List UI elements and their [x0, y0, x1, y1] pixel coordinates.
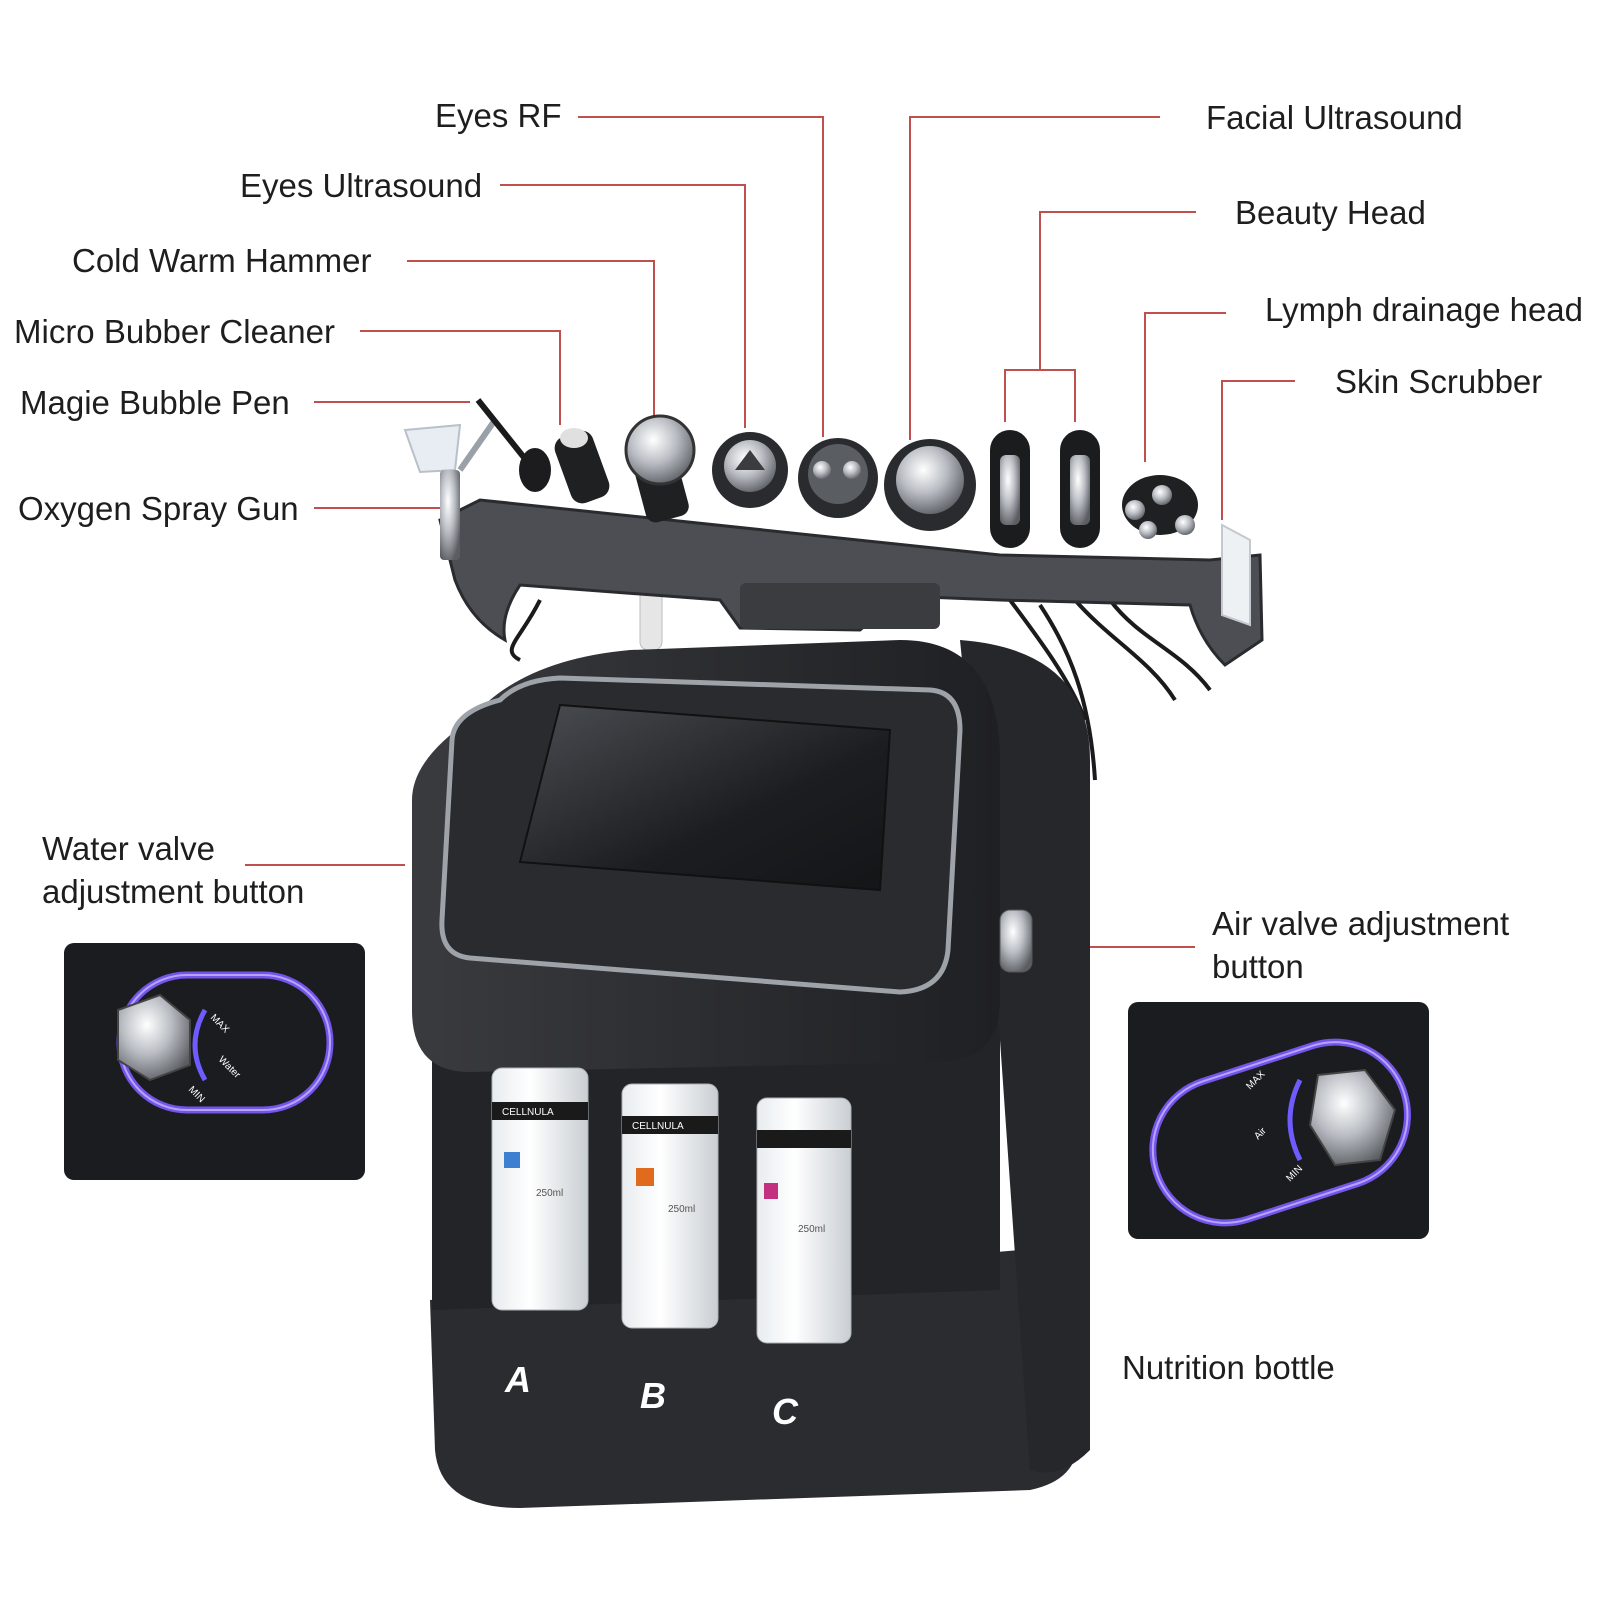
label-air-valve-line2: button [1212, 948, 1304, 985]
bottle-letter-a: A [504, 1359, 531, 1400]
nutrition-bottles: CELLNULA 250ml CELLNULA 250ml 250ml A B … [491, 1067, 852, 1432]
oxygen-spray-gun[interactable] [403, 418, 498, 560]
leader-eyes-rf [578, 116, 824, 437]
leader-beauty-head [1004, 211, 1196, 422]
facial-ultrasound[interactable] [884, 439, 976, 531]
label-skin-scrubber: Skin Scrubber [1335, 363, 1542, 400]
rack-mount [740, 583, 940, 629]
label-nutrition-bottle: Nutrition bottle [1122, 1349, 1335, 1386]
leader-facial-ultrasound [909, 116, 1160, 440]
air-valve-knob[interactable] [999, 909, 1033, 973]
label-cold-warm-hammer: Cold Warm Hammer [72, 242, 371, 279]
leader-micro-bubber-cleaner [360, 330, 561, 425]
bottle-b-brand: CELLNULA [632, 1121, 684, 1132]
bottle-a-brand: CELLNULA [502, 1107, 554, 1118]
bottle-b: CELLNULA 250ml [621, 1083, 719, 1329]
bottle-a-volume: 250ml [536, 1188, 563, 1199]
leader-lymph-drainage [1144, 312, 1226, 462]
eyes-ultrasound[interactable] [712, 432, 788, 508]
lymph-drainage-head[interactable] [1122, 475, 1198, 539]
leader-skin-scrubber [1221, 380, 1295, 520]
label-air-valve-line1: Air valve adjustment [1212, 905, 1509, 942]
eyes-rf[interactable] [798, 438, 878, 518]
leader-cold-warm-hammer [407, 260, 655, 418]
bottle-b-volume: 250ml [668, 1204, 695, 1215]
label-micro-bubber-cleaner: Micro Bubber Cleaner [14, 313, 335, 350]
water-valve-knob[interactable] [117, 993, 191, 1082]
beauty-head-left[interactable] [990, 430, 1030, 548]
label-eyes-ultrasound: Eyes Ultrasound [240, 167, 482, 204]
rack-bar [438, 498, 1264, 667]
bottle-c-volume: 250ml [798, 1224, 825, 1235]
touch-screen[interactable] [518, 703, 892, 892]
label-water-valve-line1: Water valve [42, 830, 215, 867]
magie-bubble-pen[interactable] [475, 398, 551, 492]
leader-eyes-ultrasound [500, 184, 746, 428]
callout-labels: Eyes RF Eyes Ultrasound Cold Warm Hammer… [14, 97, 1583, 1386]
bottle-a: CELLNULA 250ml [491, 1067, 589, 1311]
label-facial-ultrasound: Facial Ultrasound [1206, 99, 1463, 136]
skin-scrubber[interactable] [1221, 523, 1251, 627]
cold-warm-hammer[interactable] [624, 414, 696, 525]
base-plate [430, 1250, 1078, 1508]
label-eyes-rf: Eyes RF [435, 97, 562, 134]
label-magie-bubble-pen: Magie Bubble Pen [20, 384, 290, 421]
air-valve-knob-detail[interactable] [1308, 1068, 1397, 1167]
label-lymph-drainage-head: Lymph drainage head [1265, 291, 1583, 328]
label-oxygen-spray-gun: Oxygen Spray Gun [18, 490, 299, 527]
leader-beauty-head-branch [1040, 369, 1076, 422]
micro-bubber-cleaner[interactable] [551, 427, 613, 506]
label-water-valve-line2: adjustment button [42, 873, 304, 910]
bottle-letter-c: C [772, 1391, 799, 1432]
handle-rack [438, 498, 1264, 667]
beauty-head-right[interactable] [1060, 430, 1100, 548]
bottle-letter-b: B [640, 1375, 666, 1416]
label-beauty-head: Beauty Head [1235, 194, 1426, 231]
inset-water-valve: MAX Water MIN [64, 943, 365, 1180]
bottle-c: 250ml [756, 1097, 852, 1344]
handpieces [403, 398, 1251, 627]
inset-air-valve: MAX Air MIN [1128, 1002, 1429, 1239]
